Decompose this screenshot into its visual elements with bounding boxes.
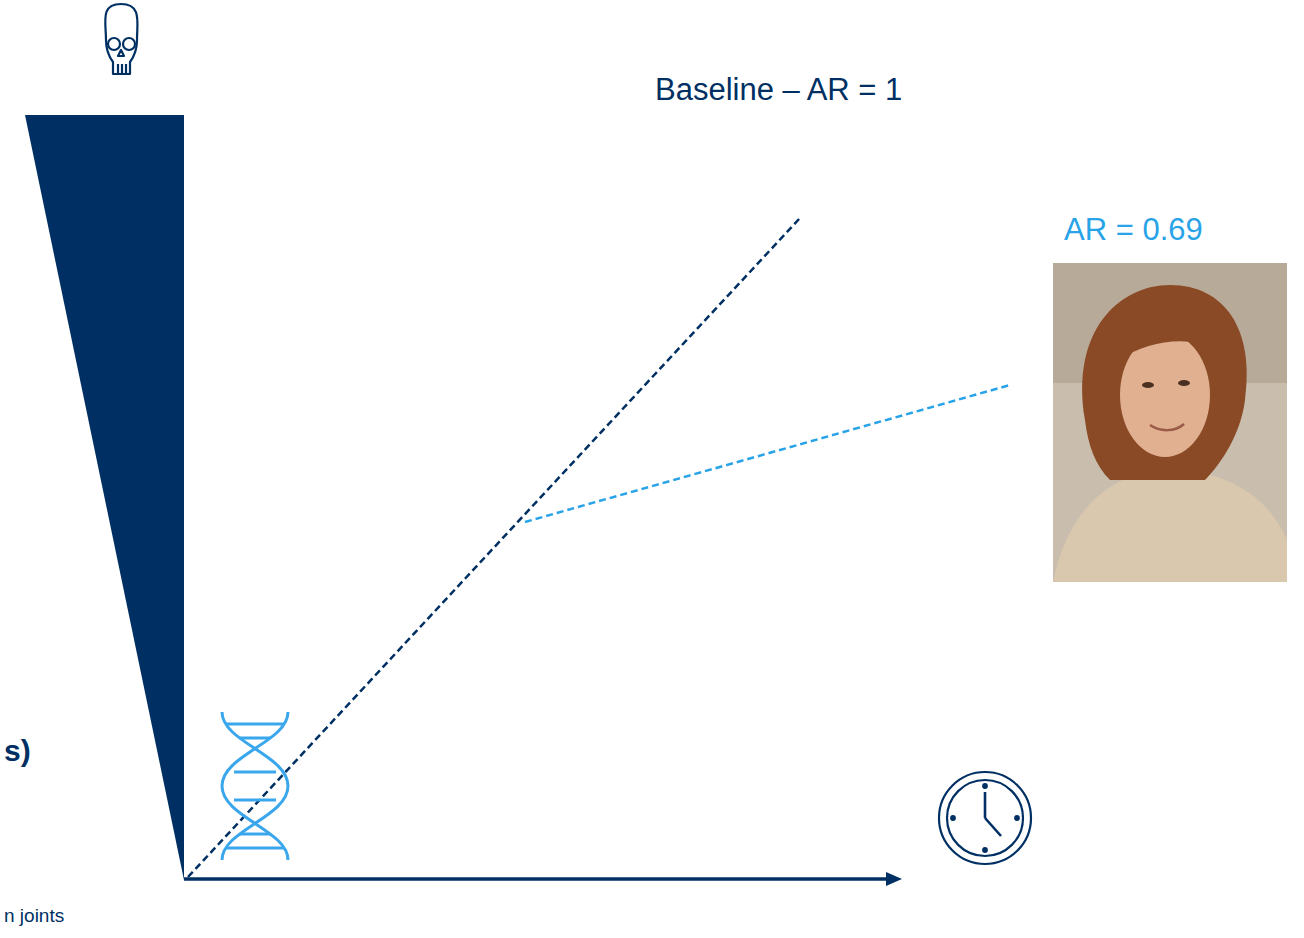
baseline-line <box>188 218 800 877</box>
time-axis <box>184 877 888 881</box>
reduced-rate-label: AR = 0.69 <box>1064 212 1203 248</box>
clock-icon <box>939 772 1031 864</box>
dna-icon <box>222 712 288 860</box>
skull-icon <box>105 4 137 74</box>
baseline-label: Baseline – AR = 1 <box>655 72 902 108</box>
portrait-photo <box>1053 263 1287 582</box>
note-fragment: n joints <box>4 905 64 927</box>
axis-title-fragment: s) <box>4 734 31 769</box>
reduced-rate-line <box>525 385 1010 522</box>
severity-wedge <box>25 115 184 880</box>
axis-arrowhead <box>886 872 902 886</box>
